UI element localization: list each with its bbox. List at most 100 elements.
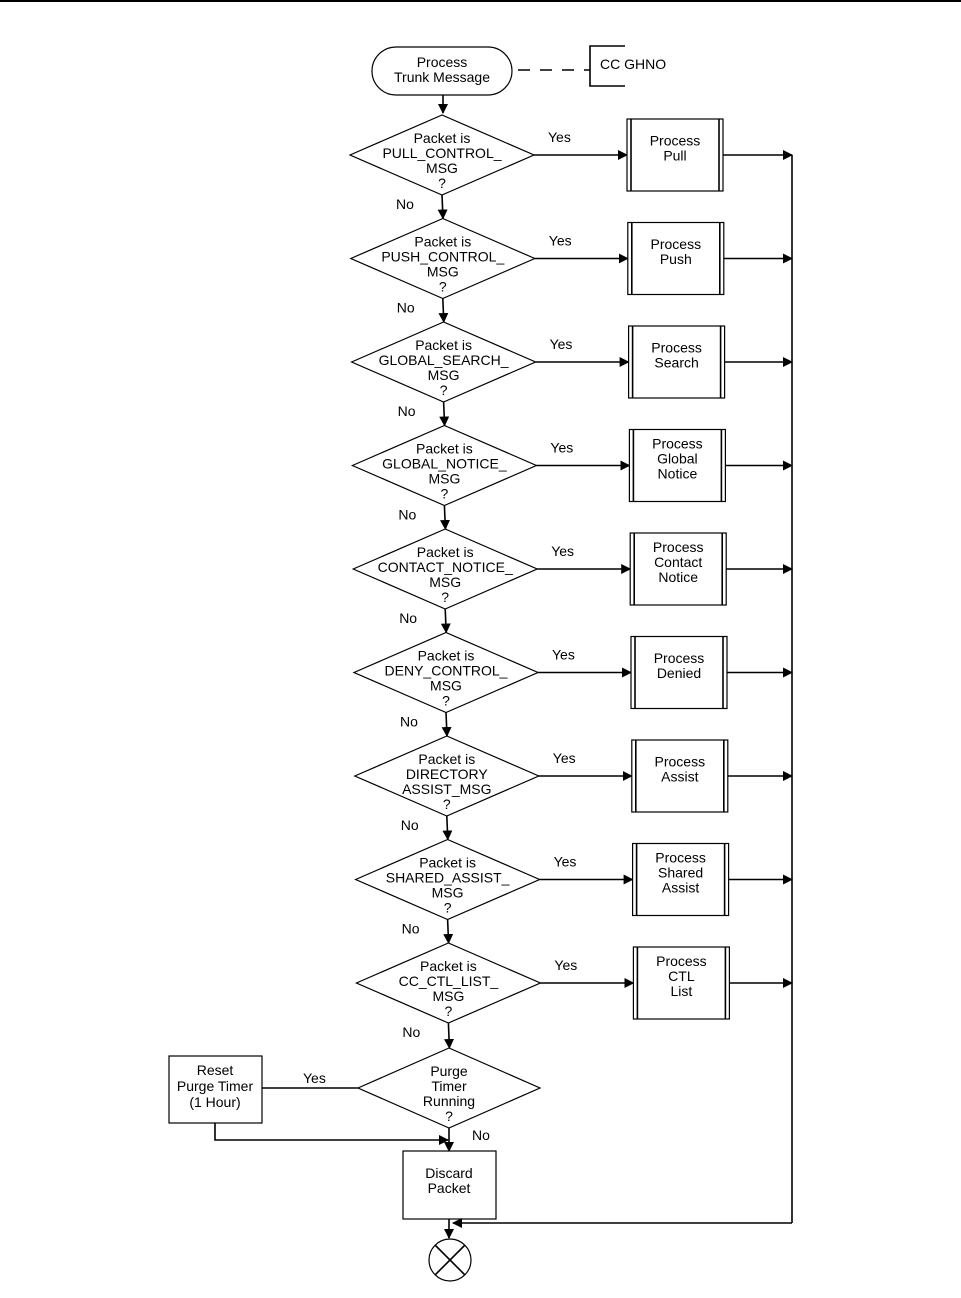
process-label-line: Process: [656, 953, 707, 969]
purge-line-1: Purge: [430, 1063, 468, 1079]
process-label-line: Push: [660, 251, 692, 267]
end-connector: [428, 1238, 472, 1282]
process-label-line: Notice: [658, 466, 698, 482]
decision-label-line: GLOBAL_SEARCH_: [379, 352, 509, 368]
process-label-line: Process: [651, 236, 702, 252]
decision-label-line: MSG: [426, 160, 458, 176]
discard-line-1: Discard: [425, 1165, 472, 1181]
decision-label-line: Packet is: [416, 441, 473, 457]
decision-label-line: CC_CTL_LIST_: [399, 973, 499, 989]
decision-label-line: MSG: [432, 885, 464, 901]
decision-label-line: ?: [442, 693, 450, 709]
purge-no-label: No: [472, 1127, 490, 1143]
decision-label-line: Packet is: [417, 544, 474, 560]
reset-purge-timer-box: Reset Purge Timer (1 Hour): [168, 1055, 263, 1124]
decision-label-line: CONTACT_NOTICE_: [378, 559, 513, 575]
no-arrow: [444, 1022, 455, 1049]
process-label-line: Process: [651, 340, 702, 356]
decision-label-line: MSG: [428, 471, 460, 487]
yes-label: Yes: [554, 957, 577, 973]
no-arrow: [439, 401, 450, 427]
purge-line-2: Timer: [431, 1078, 467, 1094]
yes-label: Yes: [552, 647, 575, 663]
decision-label-line: DENY_CONTROL_: [385, 663, 508, 679]
purge-line-4: ?: [445, 1108, 453, 1124]
decision-label-line: MSG: [429, 574, 461, 590]
yes-label: Yes: [550, 336, 573, 352]
reset-line-2: Purge Timer: [177, 1078, 254, 1094]
no-label: No: [398, 507, 416, 523]
yes-label: Yes: [548, 129, 571, 145]
no-arrow: [440, 505, 451, 530]
decision-label-line: PULL_CONTROL_: [382, 145, 501, 161]
process-label-line: Shared: [658, 865, 703, 881]
no-label: No: [400, 714, 418, 730]
decision-label-line: MSG: [430, 678, 462, 694]
yes-label: Yes: [551, 543, 574, 559]
decision-label-line: Packet is: [414, 130, 471, 146]
decision-label-line: ?: [441, 486, 449, 502]
process-label-line: Assist: [662, 880, 699, 896]
process-label-line: Process: [655, 850, 706, 866]
process-label-line: Process: [650, 133, 701, 149]
decision-label-line: Packet is: [414, 234, 471, 250]
decision-label-line: ?: [445, 1003, 453, 1019]
decision-label-line: ASSIST_MSG: [402, 781, 491, 797]
decision-label-line: MSG: [428, 367, 460, 383]
decision-label-line: SHARED_ASSIST_: [386, 870, 510, 886]
decision-label-line: MSG: [427, 264, 459, 280]
decision-label-line: Packet is: [420, 958, 477, 974]
no-label: No: [399, 610, 417, 626]
yes-label: Yes: [549, 233, 572, 249]
decision-label-line: Packet is: [418, 751, 475, 767]
process-label-line: Notice: [658, 569, 698, 585]
decision-label-line: ?: [440, 382, 448, 398]
decision-label-line: MSG: [432, 988, 464, 1004]
purge-timer-decision: Purge Timer Running ?: [356, 1047, 542, 1129]
reset-return-connector: [214, 1123, 449, 1145]
process-label-line: Process: [655, 754, 706, 770]
purge-yes-label: Yes: [303, 1070, 326, 1086]
no-label: No: [398, 403, 416, 419]
no-arrow: [438, 298, 449, 323]
process-label-line: Denied: [657, 665, 701, 681]
decision-label-line: Packet is: [418, 648, 475, 664]
no-arrow: [440, 608, 451, 634]
yes-label: Yes: [553, 750, 576, 766]
discard-packet-box: Discard Packet: [402, 1150, 497, 1220]
process-label-line: Process: [652, 436, 703, 452]
process-label-line: Assist: [661, 769, 698, 785]
process-label-line: Global: [657, 451, 697, 467]
process-label-line: Contact: [654, 554, 702, 570]
no-label: No: [397, 300, 415, 316]
no-arrow: [442, 815, 453, 841]
annotation: CC GHNO: [518, 45, 666, 87]
reset-line-3: (1 Hour): [189, 1094, 240, 1110]
decision-label-line: ?: [438, 175, 446, 191]
decision-label-line: DIRECTORY: [406, 766, 489, 782]
start-terminator: Process Trunk Message: [371, 46, 513, 96]
reset-line-1: Reset: [197, 1062, 234, 1078]
decision-label-line: PUSH_CONTROL_: [381, 249, 504, 265]
decision-label-line: ?: [439, 279, 447, 295]
no-label: No: [402, 921, 420, 937]
no-label: No: [396, 196, 414, 212]
decision-label-line: ?: [444, 900, 452, 916]
process-label-line: Pull: [663, 148, 686, 164]
process-label-line: Process: [654, 650, 705, 666]
